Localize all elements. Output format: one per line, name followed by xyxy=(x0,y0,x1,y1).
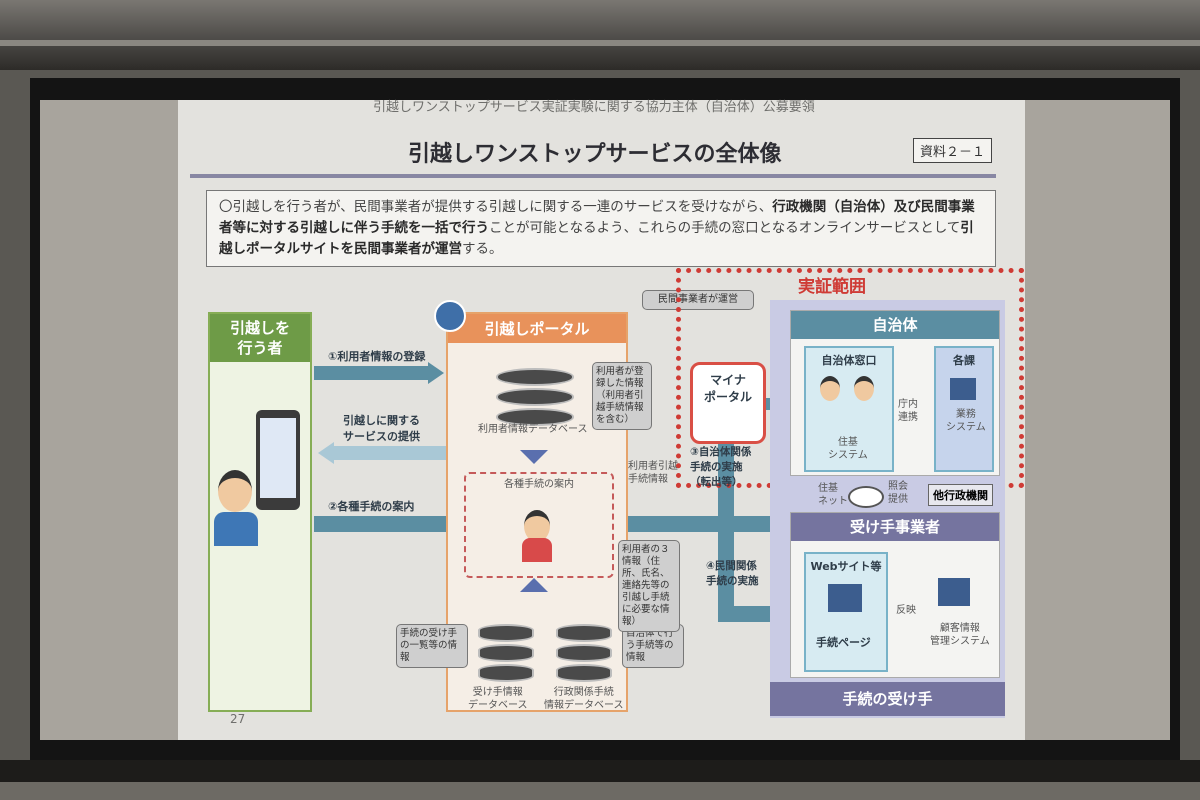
gov-database-icon xyxy=(556,624,612,684)
operator-body-icon xyxy=(522,538,552,562)
person-body-icon xyxy=(214,512,258,546)
smartphone-icon xyxy=(256,410,300,510)
title-divider xyxy=(190,174,996,178)
slide-caption: 引越しワンストップサービス実証実験に関する協力主体（自治体）公募要領 xyxy=(373,100,815,115)
vertical-connector xyxy=(718,400,734,622)
user-db-note: 利用者が登録した情報（利用者引越手続情報を含む） xyxy=(592,362,652,430)
resident-icon xyxy=(854,376,874,401)
internal-link-label: 庁内 連携 xyxy=(898,399,918,423)
guide-box-label: 各種手続の案内 xyxy=(504,479,574,490)
municipality-window-label: 自治体窓口 xyxy=(821,354,877,367)
flow-municipal-label: ③自治体関係 手続の実施 （転出等） xyxy=(690,446,752,488)
document-reference: 資料２－１ xyxy=(913,138,993,163)
user-db-label: 利用者情報データベース xyxy=(478,424,588,435)
department-system-label: 業務 システム xyxy=(946,409,986,433)
resident-system-label: 住基 システム xyxy=(828,437,868,461)
receiver-db-label: 受け手情報 データベース xyxy=(468,687,528,711)
summary-bold-2: 引越しポータルサイトを民間事業者が運営 xyxy=(219,220,974,257)
business-header: 受け手事業者 xyxy=(791,513,999,541)
other-gov-box: 他行政機関 xyxy=(928,484,993,506)
pc-icon xyxy=(828,584,862,612)
summary-text-2: ことが可能となるよう、これらの手続の窓口となるオンラインサービスとして xyxy=(489,220,961,236)
register-arrow-head xyxy=(428,362,444,384)
mover-column: 引越しを 行う者 xyxy=(208,312,312,712)
operator-icon xyxy=(524,510,550,542)
gov-db-label: 行政関係手続 情報データベース xyxy=(544,687,624,711)
juki-net-label: 住基 ネット xyxy=(818,483,848,507)
portal-logo-icon xyxy=(434,300,466,332)
flow-private-label: ④民間関係 手続の実施 xyxy=(706,560,759,587)
room-floor-strip xyxy=(0,760,1200,800)
user-info-label: 利用者引越 手続情報 xyxy=(628,461,678,485)
person-icon xyxy=(218,470,252,512)
flow-service-label: 引越しに関する サービスの提供 xyxy=(343,414,420,443)
portal-up-arrow xyxy=(520,578,548,592)
municipality-header: 自治体 xyxy=(791,311,999,339)
register-arrow-shaft xyxy=(314,366,428,380)
reflect-label: 反映 xyxy=(896,605,916,616)
computer-icon xyxy=(950,378,976,400)
summary-text-1: 〇引越しを行う者が、民間事業者が提供する引越しに関する一連のサービスを受けながら… xyxy=(219,199,773,215)
server-pc-icon xyxy=(938,578,970,606)
proc-page-label: 手続ページ xyxy=(816,636,871,649)
page-number: 27 xyxy=(230,712,246,726)
receiver-db-note: 手続の受け手の一覧等の情報 xyxy=(396,624,468,668)
summary-bold-1: 行政機関（自治体）及び民間事業者等に対する引越しに伴う手続を一括で行う xyxy=(219,199,975,236)
flow-register-label: ①利用者情報の登録 xyxy=(328,350,426,363)
operator-tag: 民間事業者が運営 xyxy=(642,290,754,310)
juki-net-icon xyxy=(848,486,884,508)
service-arrow-head xyxy=(318,442,334,464)
user-database-icon xyxy=(496,368,574,428)
info-provide-label: 照会 提供 xyxy=(888,481,908,505)
myna-portal-label: マイナ ポータル xyxy=(703,373,752,404)
department-box: 各課 業務 システム xyxy=(934,346,994,472)
mover-header: 引越しを 行う者 xyxy=(210,314,310,362)
service-arrow-shaft xyxy=(334,446,448,460)
department-label: 各課 xyxy=(953,354,975,367)
receiver-database-icon xyxy=(478,624,534,684)
municipality-window-box: 自治体窓口 住基 システム xyxy=(804,346,894,472)
portal-down-arrow xyxy=(520,450,548,464)
ceiling-trim xyxy=(0,0,1200,70)
summary-text-3: する。 xyxy=(462,241,503,257)
verification-scope-label: 実証範囲 xyxy=(798,277,866,297)
summary-box: 〇引越しを行う者が、民間事業者が提供する引越しに関する一連のサービスを受けながら… xyxy=(206,190,996,267)
presentation-slide: 引越しワンストップサービス実証実験に関する協力主体（自治体）公募要領 引越しワン… xyxy=(178,100,1025,740)
slide-title: 引越しワンストップサービスの全体像 xyxy=(408,142,782,167)
myna-portal-box: マイナ ポータル xyxy=(690,362,766,444)
portal-header: 引越しポータル xyxy=(448,314,626,343)
website-box: Webサイト等 手続ページ xyxy=(804,552,888,672)
three-info-note: 利用者の３情報（住所、氏名、連絡先等の引越し手続に必要な情報） xyxy=(618,540,680,632)
clerk-icon xyxy=(820,376,840,401)
guide-box: 各種手続の案内 xyxy=(464,472,614,578)
crm-label: 顧客情報 管理システム xyxy=(930,623,990,647)
receivers-footer: 手続の受け手 xyxy=(770,682,1005,716)
flow-guide-label: ②各種手続の案内 xyxy=(328,500,415,513)
website-label: Webサイト等 xyxy=(810,560,882,573)
